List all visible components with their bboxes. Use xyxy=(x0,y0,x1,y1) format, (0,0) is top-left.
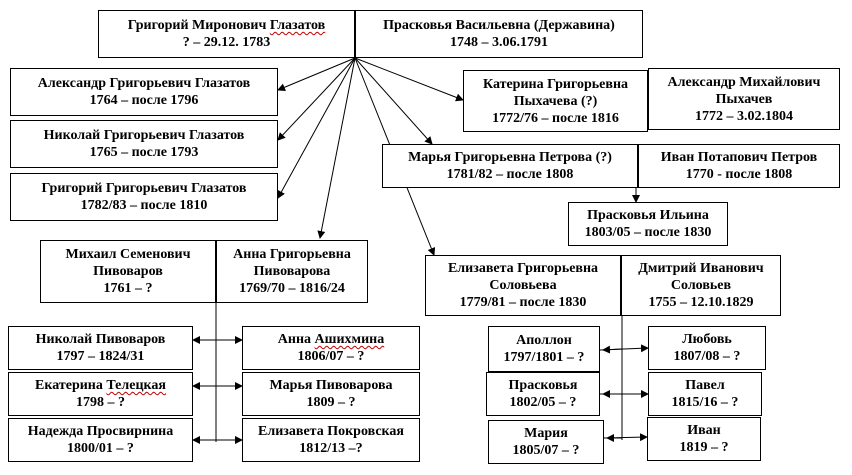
dates: 1806/07 – ? xyxy=(297,349,365,364)
arrow-to-grigory-g xyxy=(277,57,356,199)
name: Анна xyxy=(277,332,315,347)
dates: 1782/83 – после 1810 xyxy=(80,198,208,213)
name-line2: Пивоварова xyxy=(253,264,331,279)
dates: 1815/16 – ? xyxy=(671,395,739,410)
person-anna-ashikhmina: Анна Ашихмина 1806/07 – ? xyxy=(242,326,420,370)
dates: 1798 – ? xyxy=(76,395,125,410)
person-praskovya-solovieva: Прасковья 1802/05 – ? xyxy=(486,372,600,416)
person-anna-pivovarova: Анна Григорьевна Пивоварова 1769/70 – 18… xyxy=(216,240,368,303)
person-elizaveta-solovieva: Елизавета Григорьевна Соловьева 1779/81 … xyxy=(425,255,621,316)
name: Прасковья xyxy=(508,378,578,393)
dates: 1809 – ? xyxy=(306,395,356,410)
name: Аполлон xyxy=(516,333,572,348)
person-elizaveta-pokrovskaya: Елизавета Покровская 1812/13 –? xyxy=(242,418,420,462)
arrow-to-alexander-g xyxy=(277,57,356,92)
dates: 1781/82 – после 1808 xyxy=(446,167,574,182)
dates: 1807/08 – ? xyxy=(673,349,741,364)
person-apollon: Аполлон 1797/1801 – ? xyxy=(488,326,600,372)
dates: 1812/13 –? xyxy=(299,441,363,456)
name-line1: Анна Григорьевна xyxy=(233,247,351,262)
person-praskovya-ilina: Прасковья Ильина 1803/05 – после 1830 xyxy=(568,202,728,246)
name: Иван Потапович Петров xyxy=(660,150,818,165)
dates: 1802/05 – ? xyxy=(509,395,577,410)
arrow-to-nikolay-g xyxy=(277,57,356,141)
surname: Телецкая xyxy=(106,378,166,393)
person-nikolay-pivovarov: Николай Пивоваров 1797 – 1824/31 xyxy=(8,326,193,370)
person-praskovya-vasilevna: Прасковья Васильевна (Державина) 1748 – … xyxy=(355,10,643,58)
name: Павел xyxy=(685,378,725,393)
dates: 1769/70 – 1816/24 xyxy=(239,281,345,296)
name-line1: Михаил Семенович xyxy=(65,247,191,262)
person-lyubov: Любовь 1807/08 – ? xyxy=(648,326,766,370)
dates: 1764 – после 1796 xyxy=(89,93,199,108)
name: Николай Пивоваров xyxy=(35,332,166,347)
name-line1: Александр Михайлович xyxy=(667,74,821,90)
person-nadezhda-prosvirnina: Надежда Просвирнина 1800/01 – ? xyxy=(8,418,193,462)
dates: 1803/05 – после 1830 xyxy=(584,225,712,240)
name: Прасковья Ильина xyxy=(587,208,709,223)
dates: 1770 - после 1808 xyxy=(685,167,793,182)
name: Марья Пивоварова xyxy=(269,378,393,393)
person-ivan-petrov: Иван Потапович Петров 1770 - после 1808 xyxy=(638,144,840,188)
person-alexander-glazatov: Александр Григорьевич Глазатов 1764 – по… xyxy=(10,68,278,116)
name-line1: Дмитрий Иванович xyxy=(638,261,764,276)
dates: 1819 – ? xyxy=(679,440,729,455)
person-pavel: Павел 1815/16 – ? xyxy=(648,372,762,416)
line-apollon-lyubov-back xyxy=(602,345,623,354)
dates: 1772 – 3.02.1804 xyxy=(695,108,793,124)
name: Мария xyxy=(524,426,568,441)
name: Любовь xyxy=(682,332,732,347)
person-dmitry-soloviev: Дмитрий Иванович Соловьев 1755 – 12.10.1… xyxy=(621,255,781,316)
name: Екатерина xyxy=(35,378,107,393)
name: Иван xyxy=(687,423,721,438)
person-ekaterina-teletskaya: Екатерина Телецкая 1798 – ? xyxy=(8,372,193,416)
dates: 1797 – 1824/31 xyxy=(56,349,145,364)
name: Надежда Просвирнина xyxy=(27,424,174,439)
name: Елизавета Покровская xyxy=(258,424,404,439)
name-line2: Пыхачева (?) xyxy=(513,93,598,109)
name-line2: Пыхачев xyxy=(715,91,773,107)
person-grigory-glazatov: Григорий Миронович Глазатов ? – 29.12. 1… xyxy=(98,10,355,58)
person-grigory-grigorevich: Григорий Григорьевич Глазатов 1782/83 – … xyxy=(10,173,278,221)
arrow-to-marya-p xyxy=(354,57,433,145)
arrow-to-anna-p xyxy=(317,57,356,239)
dates: 1761 – ? xyxy=(103,281,153,296)
dates: 1797/1801 – ? xyxy=(503,350,585,365)
name-line1: Елизавета Григорьевна xyxy=(447,261,599,276)
person-alexander-pykhachev: Александр Михайлович Пыхачев 1772 – 3.02… xyxy=(648,68,840,130)
person-marya-petrova: Марья Григорьевна Петрова (?) 1781/82 – … xyxy=(382,144,638,188)
person-ivan-soloviev: Иван 1819 – ? xyxy=(647,417,761,461)
dates: 1800/01 – ? xyxy=(67,441,134,456)
person-marya-pivovarova: Марья Пивоварова 1809 – ? xyxy=(242,372,420,416)
arrow-to-katerina xyxy=(354,57,464,102)
name-line2: Пивоваров xyxy=(93,264,163,279)
surname: Ашихмина xyxy=(314,332,385,347)
dates: 1779/81 – после 1830 xyxy=(459,295,587,310)
person-mariya: Мария 1805/07 – ? xyxy=(488,420,604,464)
name: Марья Григорьевна Петрова (?) xyxy=(408,150,612,165)
name: Николай Григорьевич Глазатов xyxy=(43,128,245,143)
dates: ? – 29.12. 1783 xyxy=(182,35,271,50)
name: Григорий Григорьевич Глазатов xyxy=(41,181,247,196)
name: Григорий Миронович xyxy=(127,18,270,33)
dates: 1765 – после 1793 xyxy=(89,145,199,160)
dates: 1805/07 – ? xyxy=(512,443,580,458)
dates: 1772/76 – после 1816 xyxy=(492,110,619,126)
dates: 1748 – 3.06.1791 xyxy=(450,35,548,50)
name: Прасковья Васильевна (Державина) xyxy=(383,18,615,33)
name: Александр Григорьевич Глазатов xyxy=(37,76,251,91)
surname: Глазатов xyxy=(269,18,326,33)
person-mikhail-pivovarov: Михаил Семенович Пивоваров 1761 – ? xyxy=(40,240,216,303)
person-nikolay-glazatov: Николай Григорьевич Глазатов 1765 – посл… xyxy=(10,120,278,168)
person-katerina-pykhacheva: Катерина Григорьевна Пыхачева (?) 1772/7… xyxy=(463,70,648,132)
name-line2: Соловьева xyxy=(489,278,557,293)
dates: 1755 – 12.10.1829 xyxy=(648,295,754,310)
name-line2: Соловьев xyxy=(670,278,732,293)
name-line1: Катерина Григорьевна xyxy=(482,76,629,92)
